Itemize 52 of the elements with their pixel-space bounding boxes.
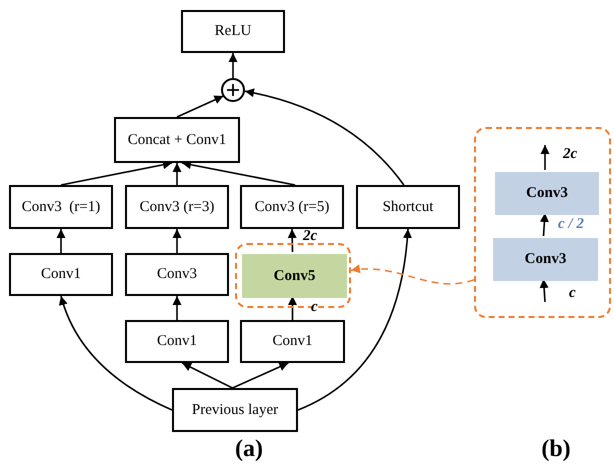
process-box xyxy=(356,185,460,229)
process-box xyxy=(181,10,285,53)
node-label: Conv3 xyxy=(156,265,197,284)
arrow xyxy=(540,145,550,170)
arrow xyxy=(59,296,172,411)
arrow xyxy=(232,362,289,389)
arrow xyxy=(540,278,549,302)
process-box xyxy=(125,320,229,363)
arrow xyxy=(288,296,297,320)
node-label: Conv1 xyxy=(272,332,312,352)
edge-label: c / 2 xyxy=(558,217,584,232)
arrow xyxy=(244,88,404,186)
arrow xyxy=(298,228,412,411)
arrow xyxy=(228,53,238,78)
node-label: ReLU xyxy=(214,22,252,42)
node-label: Conv3 (r=1) xyxy=(22,198,100,217)
arrow xyxy=(172,296,182,320)
arrow xyxy=(172,163,182,185)
panel-label: (b) xyxy=(541,437,571,461)
edge-label: c xyxy=(569,286,576,301)
process-box xyxy=(125,185,229,229)
arrow xyxy=(56,229,66,253)
node-label: Shortcut xyxy=(382,198,434,217)
process-box xyxy=(493,238,598,281)
edge-label: 2c xyxy=(303,229,318,244)
node-label: Concat + Conv1 xyxy=(128,130,226,150)
process-box xyxy=(240,185,344,229)
node-label: Conv3 xyxy=(526,184,568,204)
dashed-group-box xyxy=(474,127,611,318)
process-box xyxy=(125,253,229,296)
process-box xyxy=(495,172,599,215)
process-box xyxy=(240,320,345,363)
arrow xyxy=(182,362,233,389)
node-label: Conv5 xyxy=(274,266,316,286)
edge-label: 2c xyxy=(563,147,578,162)
process-box xyxy=(172,388,298,432)
arrow xyxy=(288,228,297,252)
edge-label: c xyxy=(311,300,318,315)
arrow xyxy=(540,212,549,236)
node-label: Conv1 xyxy=(156,332,197,352)
dashed-arrow xyxy=(350,264,474,285)
highlighted-box xyxy=(242,254,347,298)
node-label: Conv1 xyxy=(40,265,81,284)
node-label: Conv3 (r=3) xyxy=(140,198,214,217)
process-box xyxy=(9,253,113,296)
panel-label: (a) xyxy=(235,437,263,461)
arrow xyxy=(172,229,182,253)
node-label: Conv3 xyxy=(524,250,566,270)
process-box xyxy=(114,117,240,163)
process-box xyxy=(9,185,113,229)
node-label: Conv3 (r=5) xyxy=(254,198,330,217)
node-label: Previous layer xyxy=(192,400,278,420)
